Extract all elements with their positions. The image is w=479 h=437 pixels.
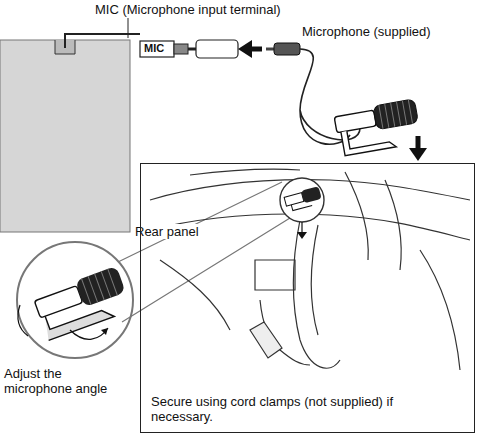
zoomed-microphone	[33, 266, 133, 341]
terminal-cable	[65, 34, 140, 48]
rear-panel	[0, 40, 130, 232]
node-text: Rear panel	[135, 224, 225, 239]
callout-label: MIC (Microphone input terminal)	[95, 2, 281, 17]
terminal-label: MIC	[144, 42, 164, 55]
callout-label: Adjust the microphone angle	[4, 366, 132, 396]
down-arrow	[409, 148, 427, 161]
insert-arrow	[238, 40, 252, 58]
dashboard-sketch	[150, 169, 470, 370]
mic-terminal	[140, 41, 174, 57]
installation-box: Secure using cord clamps (not supplied) …	[140, 163, 475, 433]
microphone	[334, 99, 422, 157]
callout-label: Microphone (supplied)	[302, 24, 431, 39]
node-text: Secure using cord clamps (not supplied) …	[151, 394, 421, 424]
mic-plug	[274, 43, 300, 55]
magnifier-circle	[17, 242, 133, 358]
rear-panel-box: Rear panel	[0, 40, 130, 232]
